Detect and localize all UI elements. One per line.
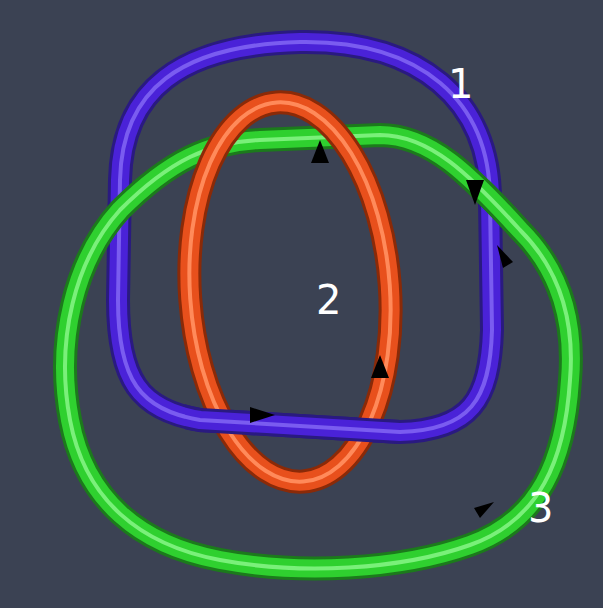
callout-number: 3 bbox=[528, 488, 553, 528]
direction-arrows bbox=[250, 140, 513, 518]
callout-number: 2 bbox=[316, 280, 341, 320]
loop-1-overcrossing bbox=[185, 385, 400, 432]
loop-3 bbox=[65, 135, 571, 568]
callout-number: 1 bbox=[448, 64, 473, 104]
loop-3-overcrossing bbox=[440, 180, 550, 310]
